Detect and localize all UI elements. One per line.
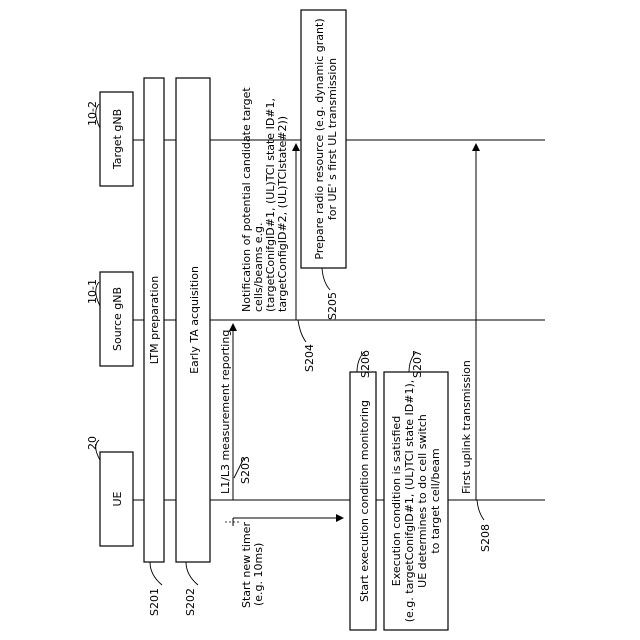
- first-uplink-label: First uplink transmission: [460, 360, 473, 494]
- s201-leader: [150, 562, 162, 585]
- measurement-label: L1/L3 measurement reporting: [219, 330, 232, 494]
- monitoring-label: Start execution condition monitoring: [358, 400, 371, 602]
- early-ta-label: Early TA acquisition: [188, 266, 201, 374]
- target-gnb-label: Target gNB: [111, 109, 124, 170]
- execution-line-1: Execution condition is satisfied: [390, 416, 403, 586]
- s202-label: S202: [184, 588, 197, 616]
- s208-leader: [477, 500, 484, 520]
- s204-leader: [298, 320, 306, 342]
- s201-label: S201: [148, 588, 161, 616]
- source-gnb-ref: 10-1: [86, 279, 99, 304]
- ue-ref: 20: [86, 436, 99, 450]
- prepare-line-2: for UE' s first UL transmission: [326, 58, 339, 220]
- source-gnb-label: Source gNB: [111, 287, 124, 351]
- notification-line-4: targetConfigID#2, (UL)TCIstate#2)): [276, 116, 289, 312]
- ltm-preparation-label: LTM preparation: [148, 276, 161, 364]
- execution-line-3: UE determines to do cell switch: [416, 414, 429, 588]
- s205-label: S205: [326, 292, 339, 320]
- s203-label: S203: [239, 456, 252, 484]
- prepare-line-1: Prepare radio resource (e.g. dynamic gra…: [313, 18, 326, 259]
- ue-label: UE: [111, 491, 124, 506]
- execution-line-2: (e.g. targetConifgID#1, (UL)TCI state ID…: [403, 380, 416, 623]
- s202-leader: [186, 562, 198, 585]
- execution-line-4: to target cell/beam: [429, 448, 442, 553]
- s208-label: S208: [479, 524, 492, 552]
- s206-label: S206: [359, 350, 372, 378]
- s205-leader: [322, 268, 330, 290]
- s204-label: S204: [303, 344, 316, 372]
- timer-label-line-2: (e.g. 10ms): [252, 543, 265, 606]
- target-gnb-ref: 10-2: [86, 101, 99, 126]
- s207-label: S207: [411, 350, 424, 378]
